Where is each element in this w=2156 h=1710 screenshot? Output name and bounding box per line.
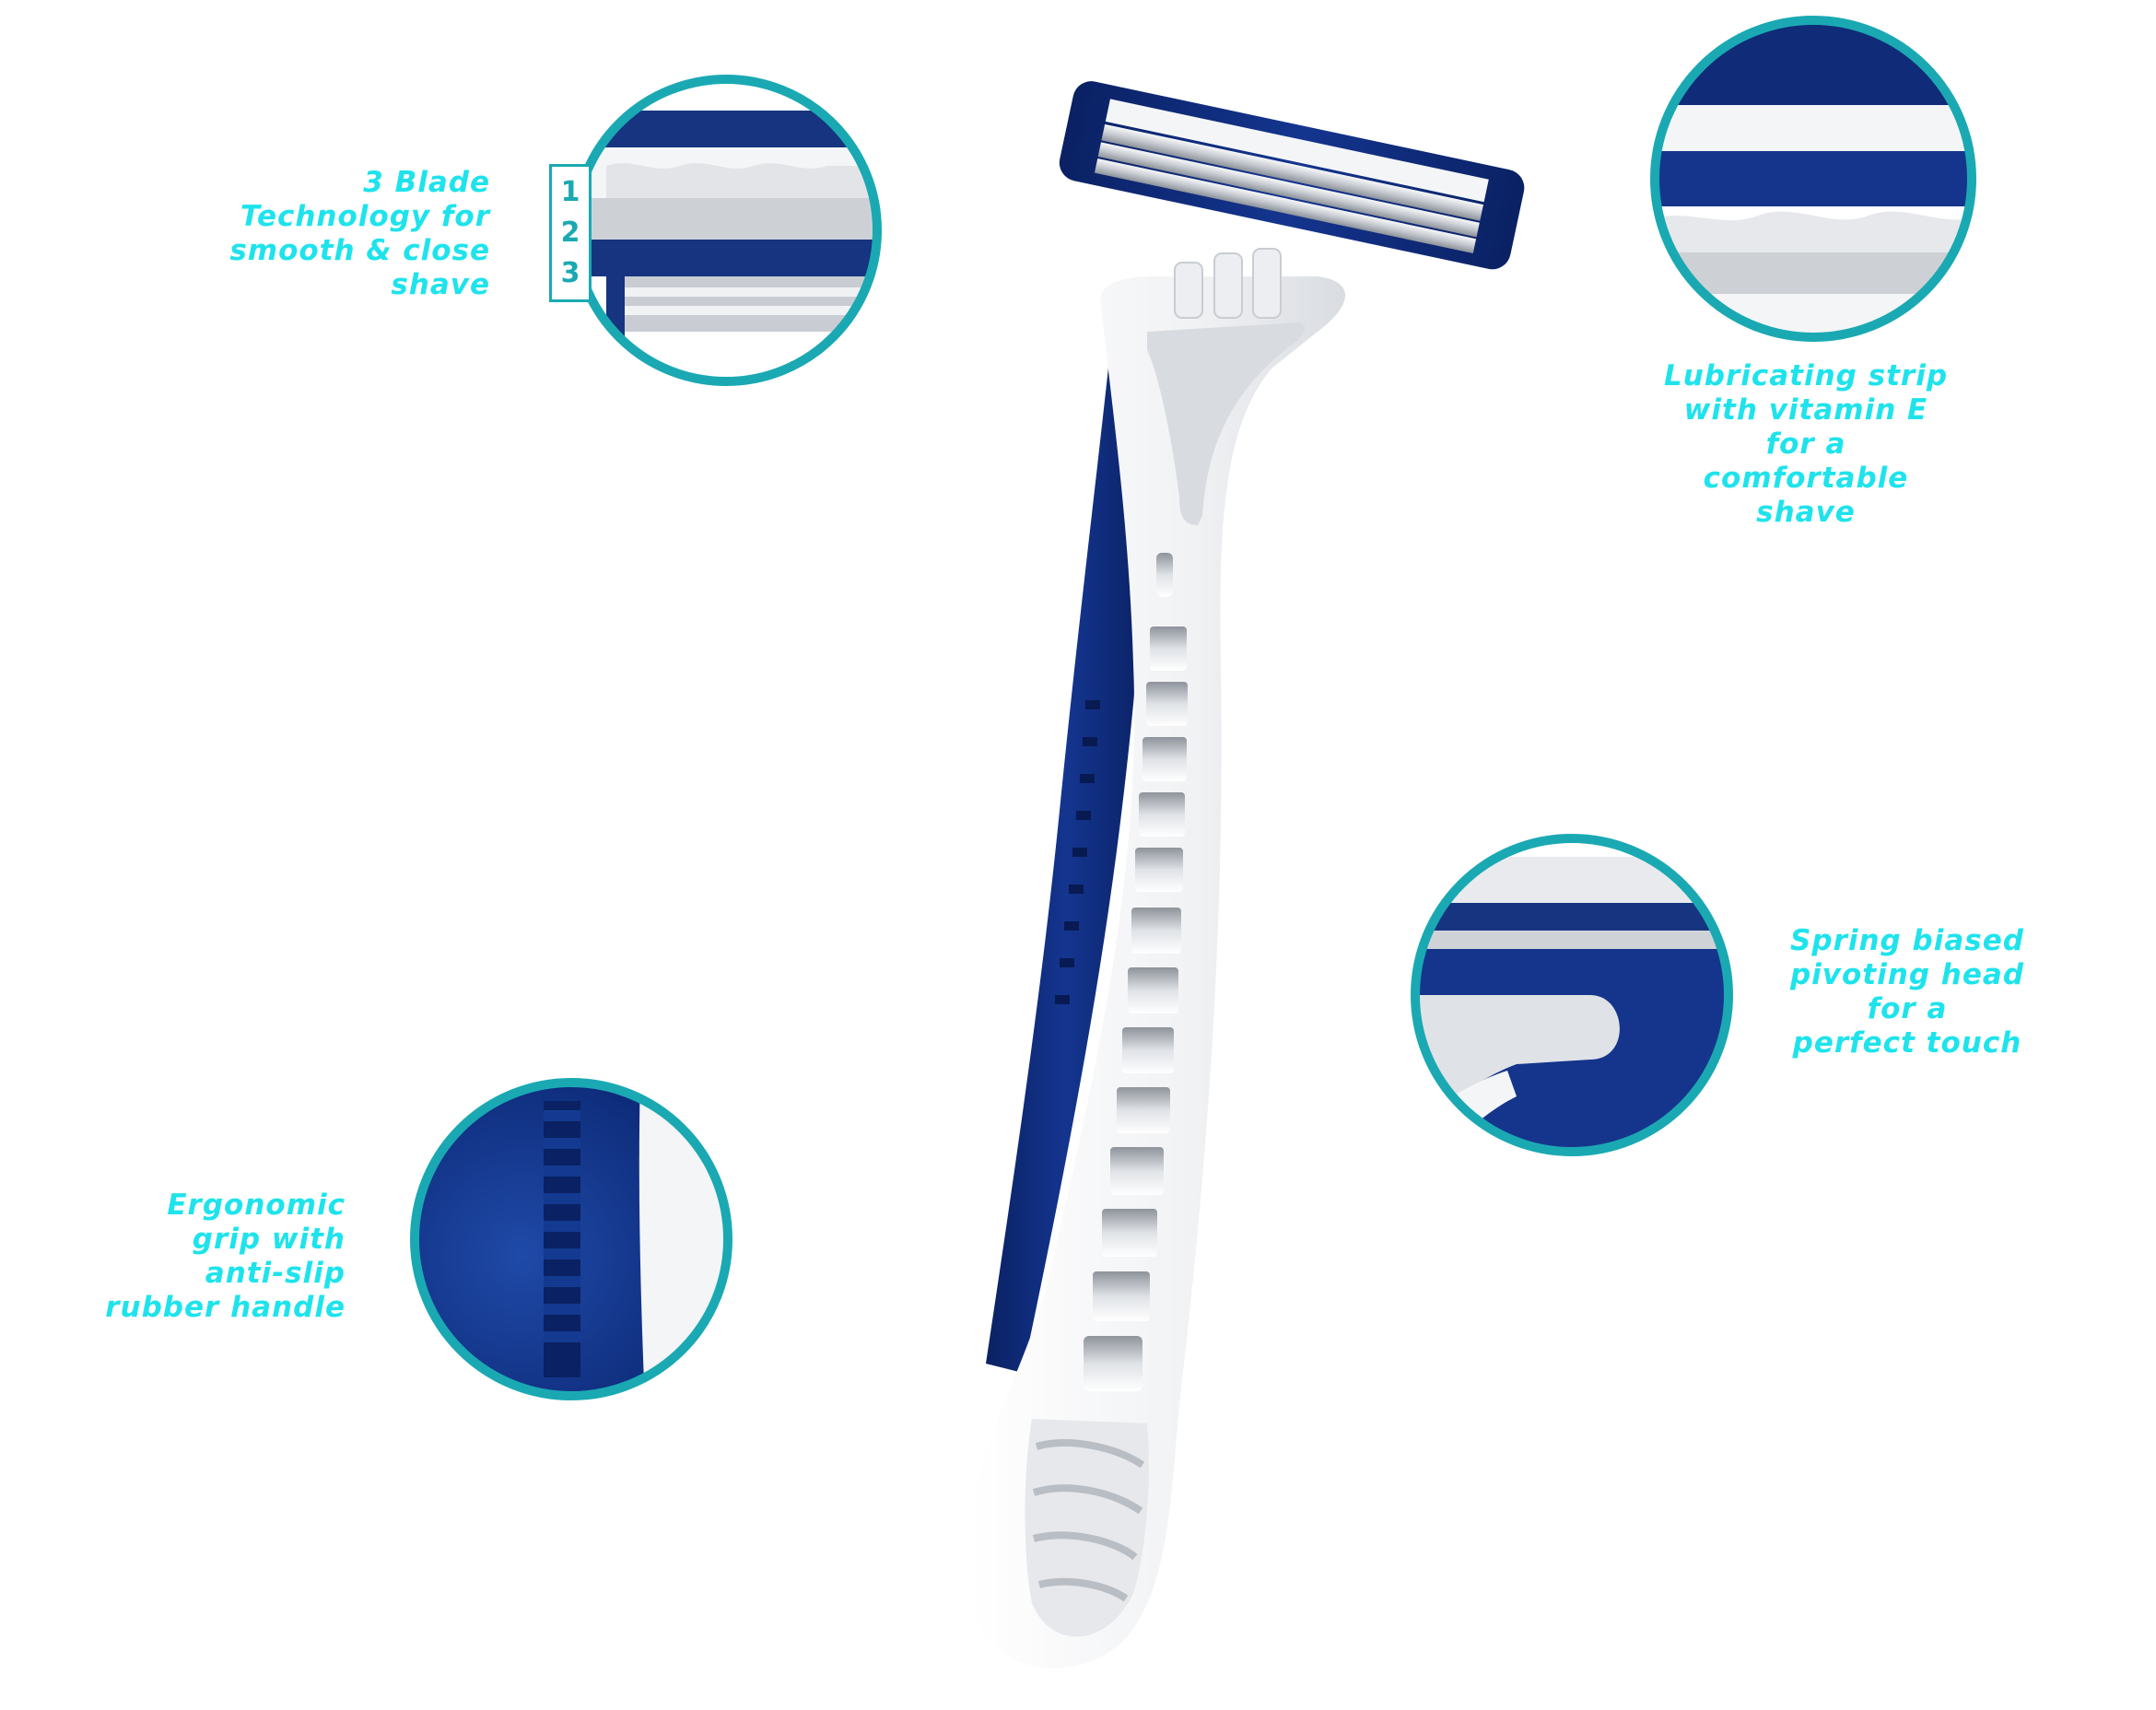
pivot-caption: Spring biased pivoting head for a perfec… [1741,924,2073,1060]
caption-line: Ergonomic [167,1189,346,1222]
caption-line: pivoting head [1789,958,2025,991]
caption-line: smooth & close [229,234,490,267]
grip-closeup-icon [410,1078,732,1400]
caption-line: 3 Blade [363,166,490,199]
blade-caption: 3 Blade Technology for smooth & close sh… [229,166,490,302]
caption-line: shave [391,268,490,301]
caption-line: for a [1765,428,1846,461]
caption-line: anti-slip [205,1257,346,1290]
caption-line: grip with [192,1223,346,1256]
caption-line: comfortable [1703,462,1909,495]
lubricating-strip-closeup-icon [1650,16,1976,342]
blade-closeup-icon [570,75,882,386]
caption-line: shave [1756,496,1856,529]
caption-line: perfect touch [1792,1026,2022,1060]
lubricating-caption: Lubricating strip with vitamin E for a c… [1631,359,1981,530]
pivot-head-closeup-icon [1411,834,1733,1156]
caption-line: for a [1867,992,1948,1025]
blade-number-3: 3 [560,257,580,289]
caption-line: Spring biased [1790,924,2024,957]
caption-line: rubber handle [105,1291,346,1324]
caption-line: Lubricating strip [1663,359,1949,392]
caption-line: Technology for [240,200,490,233]
blade-count-badge: 1 2 3 [549,164,592,302]
grip-caption: Ergonomic grip with anti-slip rubber han… [105,1189,346,1325]
blade-number-1: 1 [560,176,580,208]
caption-line: with vitamin E [1683,393,1928,427]
blade-number-2: 2 [560,217,580,249]
